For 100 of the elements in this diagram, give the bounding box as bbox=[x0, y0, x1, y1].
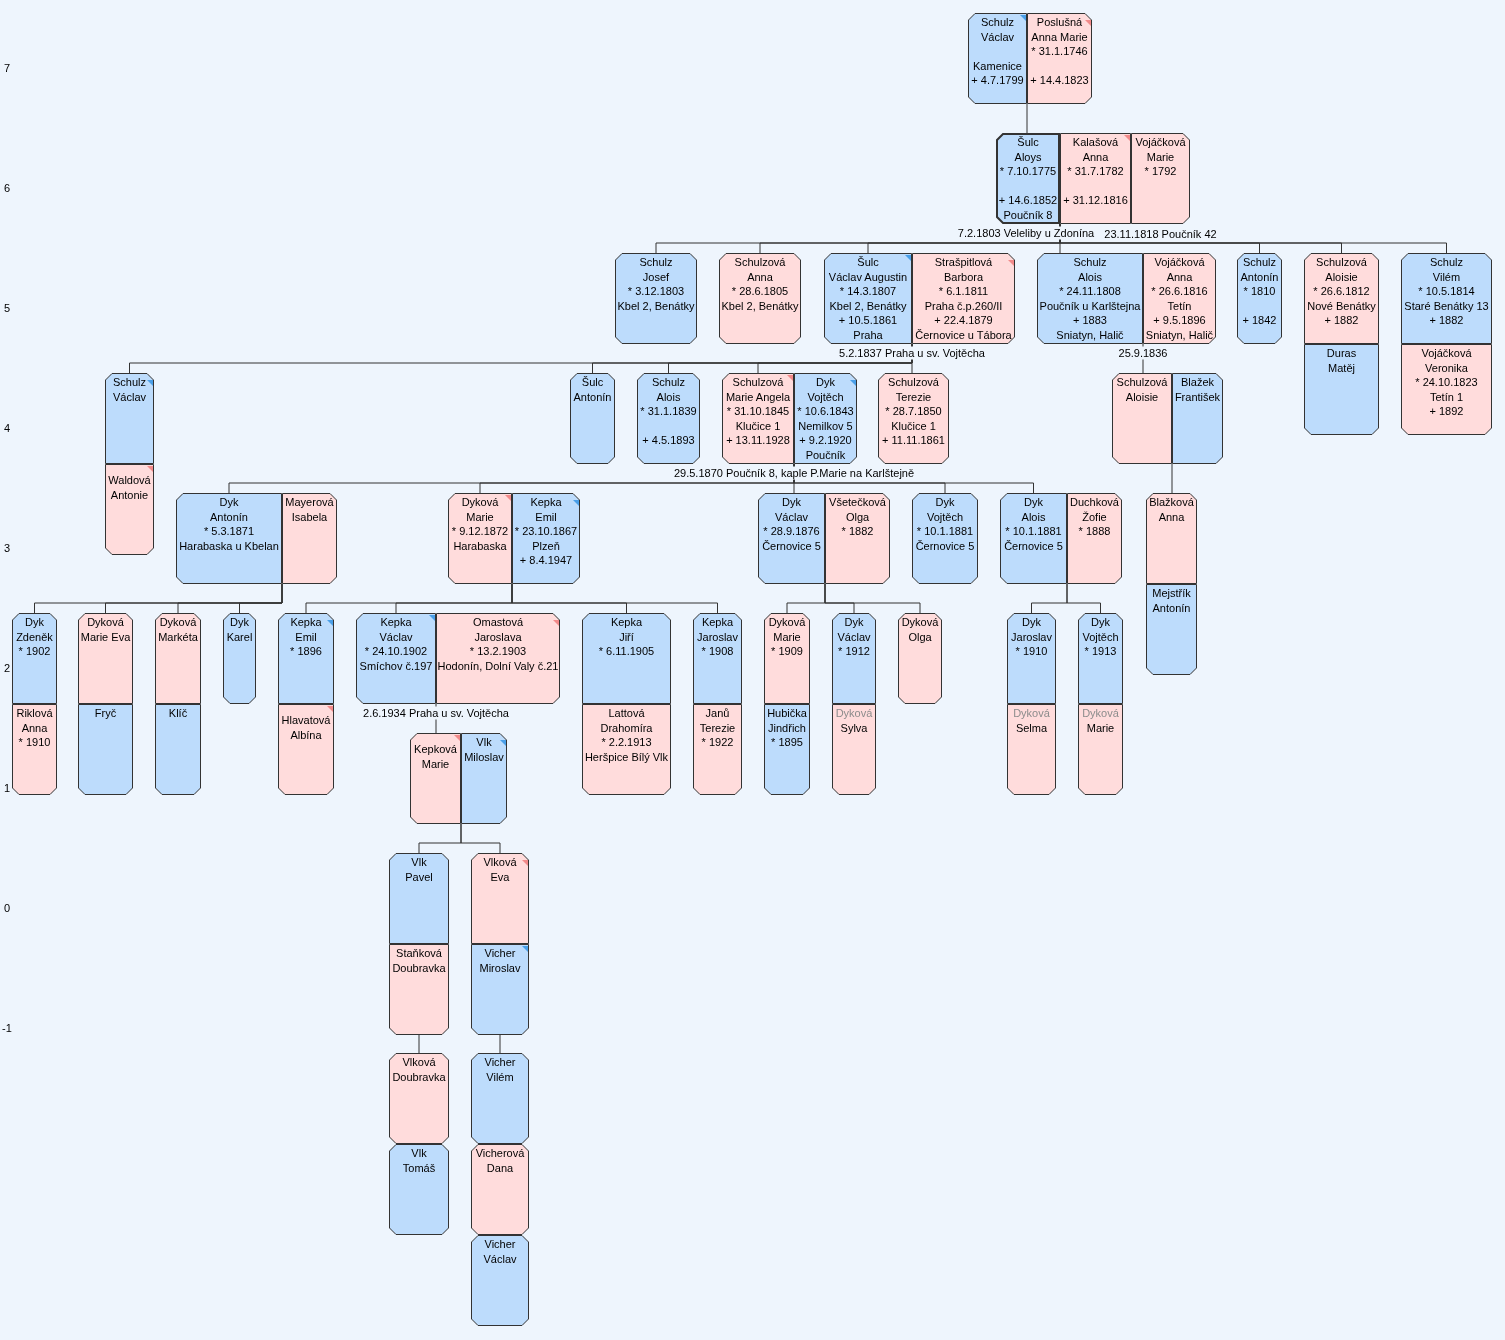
connector-line bbox=[499, 1034, 501, 1054]
person-text: * 31.1.1746 bbox=[1031, 44, 1088, 59]
person-text: Poučník 8 bbox=[1003, 207, 1053, 222]
person-box bbox=[1304, 344, 1379, 435]
person-box bbox=[389, 853, 449, 944]
person-text: Vlková bbox=[483, 855, 517, 870]
person-text: + 10.5.1861 bbox=[838, 313, 898, 328]
person-text: Olga bbox=[845, 509, 870, 524]
person-box bbox=[176, 493, 282, 584]
person-text: Dyk bbox=[782, 495, 801, 510]
person-text: Eva bbox=[490, 869, 510, 884]
person-text: Nemilkov 5 bbox=[798, 418, 853, 433]
person-box bbox=[693, 613, 742, 704]
person-text: + 14.6.1852 bbox=[998, 193, 1058, 208]
person-text: * 24.10.1902 bbox=[364, 644, 428, 659]
person-text: Antonín bbox=[573, 389, 612, 404]
generation-number: 5 bbox=[3, 301, 11, 315]
person-text: * 1910 bbox=[1015, 644, 1048, 659]
person-box bbox=[410, 733, 461, 824]
person-text: Dyk bbox=[1022, 615, 1041, 630]
person-box bbox=[471, 1235, 529, 1326]
person-text: Tetín bbox=[1167, 298, 1192, 313]
person-text: Nové Benátky bbox=[1307, 298, 1376, 313]
person-text: Vojáčková bbox=[1154, 255, 1205, 270]
person-box bbox=[794, 373, 857, 464]
connector-line bbox=[239, 583, 283, 614]
person-text: + 9.2.1920 bbox=[799, 433, 852, 448]
generation-number: 2 bbox=[3, 661, 11, 675]
person-box bbox=[105, 373, 154, 464]
person-text: Vicherová bbox=[475, 1146, 525, 1161]
person-text: Emil bbox=[535, 509, 557, 524]
person-text: Dyk bbox=[230, 615, 249, 630]
edge-label: 29.5.1870 Poučník 8, kaple P.Marie na Karlštejně bbox=[671, 466, 917, 480]
person-text: Klučice 1 bbox=[891, 418, 936, 433]
person-text: Dyk bbox=[25, 615, 44, 630]
person-text: Aloys bbox=[1014, 149, 1042, 164]
person-text: Pavel bbox=[405, 869, 433, 884]
person-text: Schulz bbox=[652, 375, 685, 390]
person-text: Vicher bbox=[484, 1237, 516, 1252]
person-text: Václav bbox=[775, 509, 808, 524]
person-box bbox=[1060, 133, 1131, 224]
person-text: * 13.2.1903 bbox=[469, 644, 527, 659]
connector-line bbox=[1026, 103, 1028, 134]
person-box bbox=[1401, 253, 1492, 344]
person-box bbox=[1112, 373, 1172, 464]
person-text: Jaroslav bbox=[697, 629, 738, 644]
person-text: Dyk bbox=[816, 375, 835, 390]
person-text: + 1882 bbox=[1324, 313, 1359, 328]
person-text: Zdeněk bbox=[16, 629, 53, 644]
person-box bbox=[155, 704, 201, 795]
person-text: * 28.7.1850 bbox=[885, 404, 942, 419]
person-text: Vojáčková bbox=[1421, 346, 1472, 361]
person-text: Alois bbox=[1021, 509, 1046, 524]
person-text: Dyková bbox=[159, 615, 197, 630]
person-text: Marie bbox=[421, 756, 450, 771]
person-text: Vlková bbox=[402, 1055, 436, 1070]
person-text: Markéta bbox=[158, 629, 198, 644]
person-text: Alois bbox=[656, 389, 681, 404]
person-box bbox=[389, 1053, 449, 1144]
person-box bbox=[471, 853, 529, 944]
person-text: Žofie bbox=[1082, 509, 1107, 524]
person-text: + 4.5.1893 bbox=[642, 433, 695, 448]
person-text: Matěj bbox=[1328, 360, 1355, 375]
person-text: Všetečková bbox=[829, 495, 886, 510]
person-text: Plzeň bbox=[532, 538, 560, 553]
person-text: Dyková bbox=[901, 615, 939, 630]
person-text: + 22.4.1879 bbox=[934, 313, 993, 328]
person-text: Kbel 2, Benátky bbox=[829, 298, 907, 313]
person-text: Klučice 1 bbox=[735, 418, 781, 433]
person-text: * 1910 bbox=[18, 735, 51, 750]
person-box bbox=[615, 253, 697, 344]
person-text: Václav bbox=[837, 629, 871, 644]
person-box bbox=[1078, 704, 1123, 795]
person-text: Schulz bbox=[1430, 255, 1463, 270]
connector-line bbox=[511, 583, 718, 614]
person-box bbox=[1131, 133, 1190, 224]
person-box bbox=[693, 704, 742, 795]
person-text: Kbel 2, Benátky bbox=[617, 298, 695, 313]
person-box bbox=[912, 493, 978, 584]
person-box bbox=[12, 704, 57, 795]
person-text: * 28.9.1876 bbox=[763, 524, 820, 539]
person-text: * 1882 bbox=[841, 524, 874, 539]
person-text: Hlavatová bbox=[281, 713, 331, 728]
person-text: Anna bbox=[1158, 509, 1185, 524]
edge-label: 2.6.1934 Praha u sv. Vojtěcha bbox=[361, 706, 511, 720]
person-text: + 9.5.1896 bbox=[1153, 313, 1206, 328]
person-text: + 1882 bbox=[1429, 313, 1464, 328]
person-text: Černovice 5 bbox=[1004, 538, 1063, 553]
person-box bbox=[471, 1144, 529, 1235]
person-box bbox=[758, 493, 825, 584]
person-text: Anna Marie bbox=[1031, 29, 1088, 44]
person-text: * 14.3.1807 bbox=[839, 284, 897, 299]
person-text: * 1895 bbox=[771, 735, 803, 750]
person-text: Dyk bbox=[1091, 615, 1110, 630]
person-text: Staré Benátky 13 bbox=[1404, 298, 1489, 313]
person-box bbox=[12, 613, 57, 704]
person-text: František bbox=[1174, 389, 1221, 404]
person-text: Anna bbox=[1166, 269, 1193, 284]
connector-line bbox=[824, 583, 921, 614]
person-text: Vicher bbox=[484, 946, 516, 961]
